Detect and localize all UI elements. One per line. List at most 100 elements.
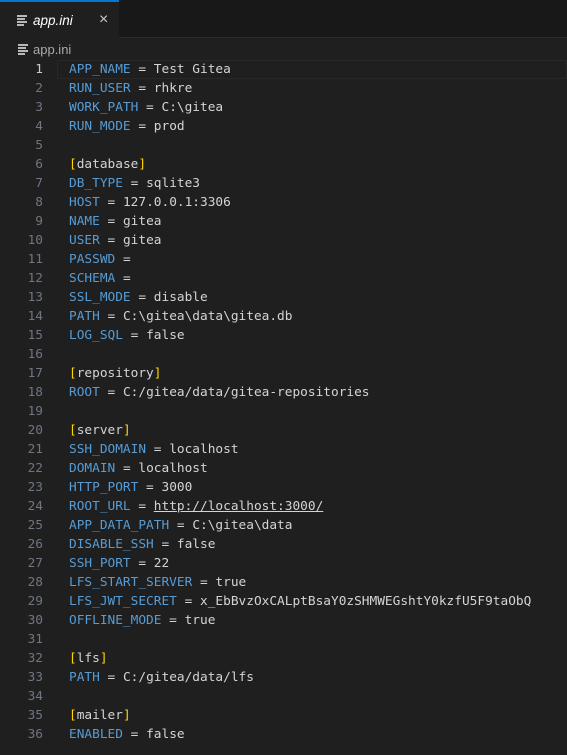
- ini-equals: =: [115, 461, 131, 476]
- ini-key: PATH: [69, 670, 100, 685]
- tab-title: app.ini: [33, 12, 73, 28]
- section-bracket-open: [: [69, 651, 77, 666]
- section-name: mailer: [76, 708, 123, 723]
- line-content: SSL_MODE = disable: [69, 288, 208, 307]
- line-number: 6: [35, 157, 43, 172]
- ini-key: APP_DATA_PATH: [69, 518, 170, 533]
- line-content: [repository]: [69, 364, 161, 383]
- line-number: 36: [27, 727, 43, 742]
- ini-equals: =: [192, 575, 208, 590]
- line-number: 32: [27, 651, 43, 666]
- line-number: 3: [35, 100, 43, 115]
- line-number: 19: [27, 404, 43, 419]
- ini-key: RUN_MODE: [69, 119, 131, 134]
- ini-key: ROOT: [69, 385, 100, 400]
- ini-key: NAME: [69, 214, 100, 229]
- ini-equals: =: [122, 328, 139, 343]
- breadcrumb-file[interactable]: app.ini: [33, 41, 72, 57]
- ini-equals: =: [130, 499, 147, 514]
- ini-value: 22: [153, 556, 170, 571]
- line-content: PASSWD =: [69, 250, 131, 269]
- url-link: http://localhost:3000/: [153, 499, 324, 514]
- section-bracket-open: [: [69, 423, 77, 438]
- line-number: 12: [27, 271, 43, 286]
- ini-equals: =: [161, 613, 177, 628]
- ini-equals: =: [99, 195, 116, 210]
- ini-value: rhkre: [153, 81, 193, 96]
- ini-equals: =: [115, 271, 131, 286]
- line-number: 16: [27, 347, 43, 362]
- ini-equals: =: [176, 594, 193, 609]
- line-content: HOST = 127.0.0.1:3306: [69, 193, 231, 212]
- line-number: 23: [27, 480, 43, 495]
- ini-value: localhost: [169, 442, 239, 457]
- code-line: 13 SSL_MODE = disable: [0, 288, 567, 307]
- line-content: NAME = gitea: [69, 212, 162, 231]
- ini-equals: =: [130, 290, 147, 305]
- line-content: LOG_SQL = false: [69, 326, 185, 345]
- ini-equals: =: [122, 176, 139, 191]
- ini-value: C:\gitea\data\gitea.db: [122, 309, 293, 324]
- code-line: 20[server]: [0, 421, 567, 440]
- code-line: 32[lfs]: [0, 649, 567, 668]
- line-content: OFFLINE_MODE = true: [69, 611, 215, 630]
- line-content: HTTP_PORT = 3000: [69, 478, 192, 497]
- code-line: 34: [0, 687, 567, 706]
- ini-value: true: [215, 575, 247, 590]
- line-number: 1: [35, 62, 43, 77]
- ini-key: SSH_PORT: [69, 556, 131, 571]
- section-bracket-open: [: [69, 366, 77, 381]
- code-line: 23 HTTP_PORT = 3000: [0, 478, 567, 497]
- ini-key: DB_TYPE: [69, 176, 123, 191]
- line-number: 2: [35, 81, 43, 96]
- section-bracket-close: ]: [99, 651, 108, 666]
- ini-key: DISABLE_SSH: [69, 537, 154, 552]
- code-line: 5: [0, 136, 567, 155]
- ini-equals: =: [138, 480, 154, 495]
- section-name: database: [76, 157, 139, 172]
- line-number: 26: [27, 537, 43, 552]
- line-number: 8: [35, 195, 43, 210]
- line-number: 35: [27, 708, 43, 723]
- line-number: 28: [27, 575, 43, 590]
- section-name: repository: [76, 366, 154, 381]
- tab-app-ini[interactable]: app.ini ×: [0, 0, 119, 38]
- ini-value: prod: [153, 119, 185, 134]
- ini-equals: =: [130, 81, 147, 96]
- line-number: 17: [27, 366, 43, 381]
- ini-key: PASSWD: [69, 252, 116, 267]
- ini-equals: =: [130, 62, 147, 77]
- tab-bar: app.ini ×: [0, 0, 567, 38]
- line-number: 31: [27, 632, 43, 647]
- line-number: 11: [27, 252, 43, 267]
- line-content: PATH = C:/gitea/data/lfs: [69, 668, 254, 687]
- file-lines-icon: [18, 44, 28, 55]
- line-number: 15: [27, 328, 43, 343]
- line-content: SSH_PORT = 22: [69, 554, 169, 573]
- line-content: RUN_MODE = prod: [69, 117, 185, 136]
- code-line: 35[mailer]: [0, 706, 567, 725]
- line-number: 5: [35, 138, 43, 153]
- section-name: server: [76, 423, 123, 438]
- section-bracket-close: ]: [153, 366, 162, 381]
- close-icon[interactable]: ×: [99, 11, 109, 28]
- ini-value: false: [146, 727, 185, 742]
- ini-key: OFFLINE_MODE: [69, 613, 162, 628]
- line-number: 13: [27, 290, 43, 305]
- ini-value: C:\gitea\data: [192, 518, 293, 533]
- ini-equals: =: [153, 537, 170, 552]
- line-content: [server]: [69, 421, 131, 440]
